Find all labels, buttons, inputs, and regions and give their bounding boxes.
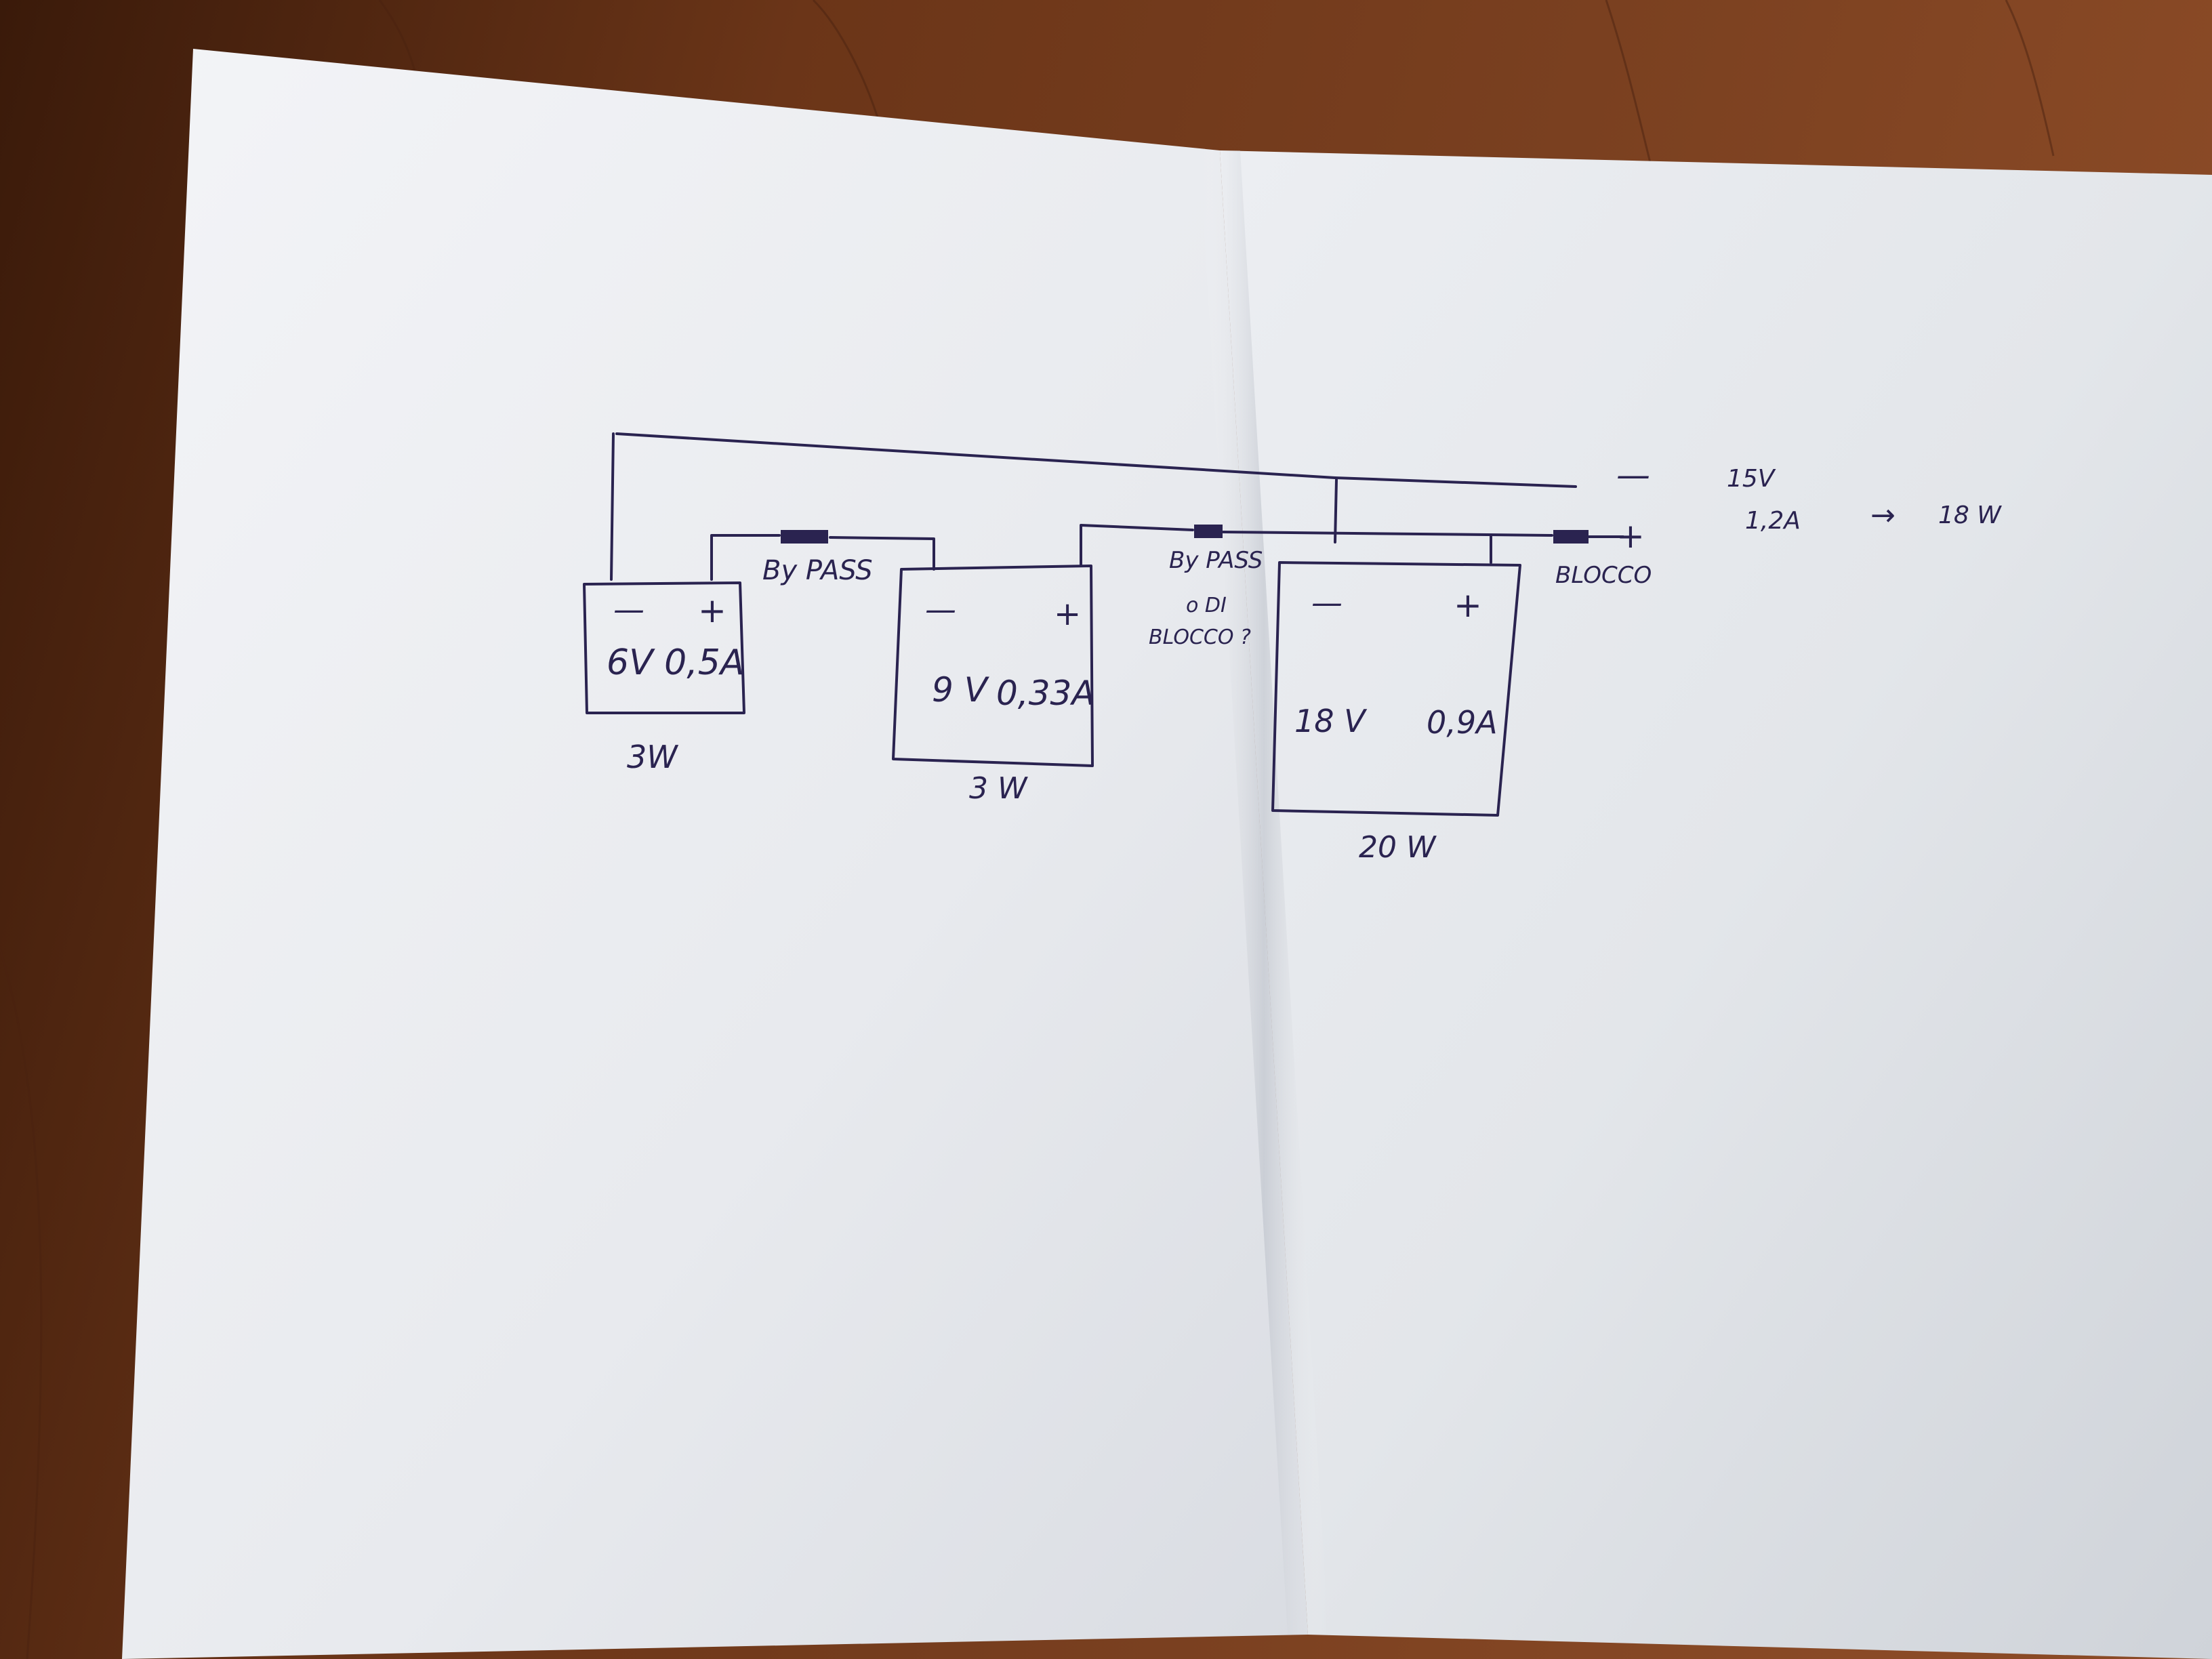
module-3-plus: + xyxy=(1454,586,1482,625)
wire-module3-minus xyxy=(1334,478,1338,544)
module-3-current: 0,9A xyxy=(1427,704,1498,741)
output-voltage: 15V xyxy=(1727,465,1776,493)
module-2-box xyxy=(892,565,1094,767)
module-1-rating: 6V 0,5A xyxy=(607,642,744,683)
blocking-diode-label: BLOCCO xyxy=(1555,562,1652,589)
bypass-diode-1 xyxy=(781,530,828,544)
module-3-minus: — xyxy=(1311,584,1343,621)
module-3-voltage: 18 V xyxy=(1294,703,1368,739)
module-2-power: 3 W xyxy=(969,771,1028,806)
module-2-voltage: 9 V xyxy=(932,670,990,710)
wire-diode1-module2 xyxy=(829,536,935,571)
module-1-power: 3W xyxy=(627,739,678,775)
wood-grain xyxy=(0,0,2053,1659)
output-minus: — xyxy=(1616,455,1650,495)
module-2-plus: + xyxy=(1054,595,1081,633)
positive-bus xyxy=(1222,531,1553,537)
paper-right-half xyxy=(1220,150,2212,1659)
module-1-box xyxy=(583,581,745,714)
diode-symbols xyxy=(781,525,1589,544)
module-1-plus: + xyxy=(698,591,726,630)
negative-bus-left xyxy=(615,432,1336,479)
output-plus: + xyxy=(1616,516,1645,556)
bypass-2-label-line2: o DI xyxy=(1186,594,1227,617)
bypass-diode-2 xyxy=(1194,525,1223,538)
negative-bus-right xyxy=(1334,476,1577,488)
module-3-power: 20 W xyxy=(1359,830,1437,865)
paper-left-half xyxy=(122,49,1308,1659)
output-current: 1,2A xyxy=(1745,507,1801,535)
bypass-1-label: By PASS xyxy=(762,555,873,586)
module-3-box xyxy=(1271,561,1521,817)
bypass-2-label-line1: By PASS xyxy=(1169,547,1263,574)
module-2-minus: — xyxy=(925,591,956,628)
module-1-minus: — xyxy=(613,591,644,628)
module-2-current: 0,33A xyxy=(996,674,1095,713)
module-boxes xyxy=(583,561,1521,817)
wire-module1-minus xyxy=(610,432,615,581)
paper-fold xyxy=(1200,150,1328,1635)
bypass-2-label-line3: BLOCCO ? xyxy=(1149,626,1251,649)
blocking-diode xyxy=(1553,530,1589,544)
output-power: 18 W xyxy=(1938,501,2002,529)
wire-module1-plus xyxy=(710,534,781,581)
circuit-wiring xyxy=(610,432,1624,581)
wire-module2-plus xyxy=(1080,524,1194,567)
paper-sheet xyxy=(122,49,2212,1659)
output-arrow: → xyxy=(1870,498,1896,533)
